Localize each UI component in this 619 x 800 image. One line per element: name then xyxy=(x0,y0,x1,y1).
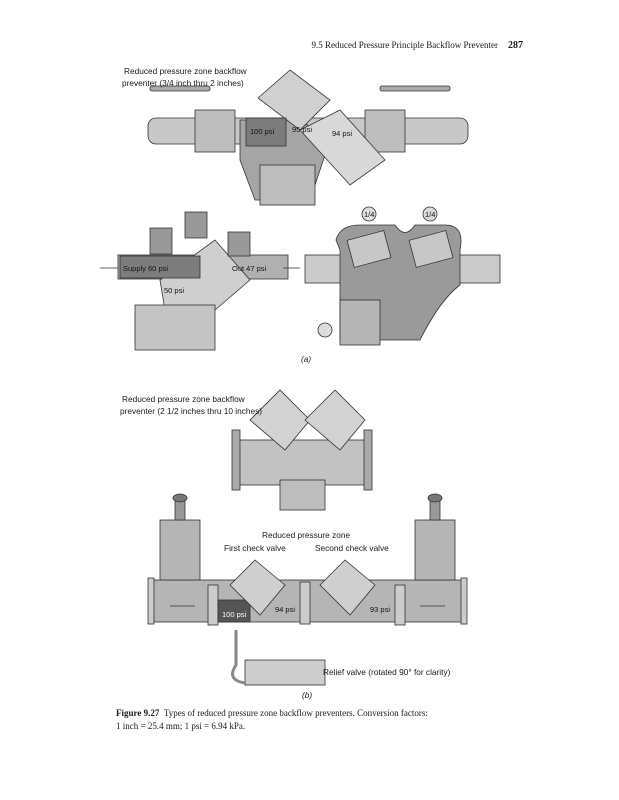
psi-label-outlet: 94 psi xyxy=(332,129,353,138)
figure-b-upper-illustration xyxy=(231,389,373,511)
caption-text: Types of reduced pressure zone backflow … xyxy=(163,708,428,718)
psi-label-inlet: 100 psi xyxy=(250,127,275,136)
zone-psi-label: 50 psi xyxy=(164,286,185,295)
first-check-valve-label: First check valve xyxy=(224,543,286,553)
figure-a-top-illustration xyxy=(147,69,469,206)
psi-label-outlet: 93 psi xyxy=(370,605,391,614)
out-label: Out 47 psi xyxy=(232,264,267,273)
figure-caption: Figure 9.27 Types of reduced pressure zo… xyxy=(116,708,428,718)
page-number: 287 xyxy=(508,40,523,51)
figure-a-left-illustration xyxy=(100,211,300,351)
running-header-bar: 9.5 Reduced Pressure Principle Backflow … xyxy=(312,40,523,51)
psi-label-inlet: 100 psi xyxy=(222,610,247,619)
figure-a-title-line2: preventer (3/4 inch thru 2 inches) xyxy=(122,78,244,88)
reduced-pressure-zone-label: Reduced pressure zone xyxy=(262,530,351,540)
figure-a-title-line1: Reduced pressure zone backflow xyxy=(124,66,247,76)
test-cock-label: 1/4 xyxy=(425,210,436,219)
test-cock-label: 1/4 xyxy=(364,210,375,219)
caption-label: Figure 9.27 xyxy=(116,708,160,718)
figure-b-title-line2: preventer (2 1/2 inches thru 10 inches) xyxy=(120,406,263,416)
relief-valve-label: Relief valve (rotated 90° for clarity) xyxy=(323,667,451,677)
running-header: 9.5 Reduced Pressure Principle Backflow … xyxy=(311,40,498,50)
panel-a-label: (a) xyxy=(301,354,312,364)
figure-b-lower-illustration xyxy=(147,493,468,686)
supply-label: Supply 60 psi xyxy=(123,264,169,273)
panel-b-label: (b) xyxy=(302,690,313,700)
figure-a-right-illustration xyxy=(304,206,501,346)
psi-label-zone: 94 psi xyxy=(275,605,296,614)
psi-label-zone: 95 psi xyxy=(292,125,313,134)
caption-line2: 1 inch = 25.4 mm; 1 psi = 6.94 kPa. xyxy=(116,721,246,731)
figure-b-title-line1: Reduced pressure zone backflow xyxy=(122,394,245,404)
second-check-valve-label: Second check valve xyxy=(315,543,389,553)
